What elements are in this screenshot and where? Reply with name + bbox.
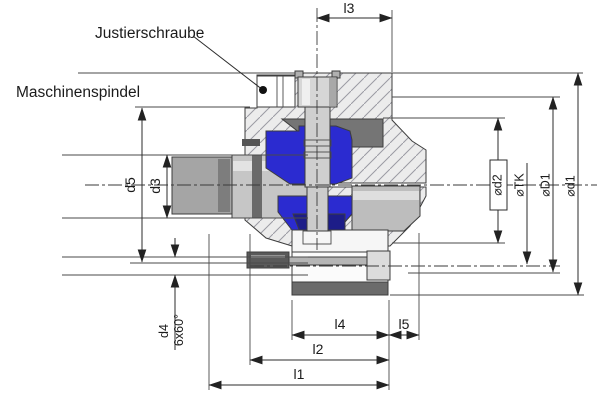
mounting-bolt-shank [288,256,368,266]
dim-d2: ⌀d2 [489,117,508,244]
machine-spindle-label: Maschinenspindel [16,84,140,101]
bolt-head-stripe [251,255,285,258]
dim-d3: d3 [147,154,172,219]
dim-l1: l1 [208,366,390,390]
dim-tk: ⌀TK [512,163,532,265]
dim-l4-label: l4 [335,316,346,332]
key-block [242,139,260,146]
dim-l3: l3 [316,0,393,23]
dim-l5-label: l5 [399,316,410,332]
nut-highlight [353,191,419,200]
screw-head-highlight [302,79,310,105]
dim-d1-label: ⌀d1 [563,175,577,196]
screw-shank [304,106,331,188]
dim-bolt-pattern-label: 6x60° [172,314,186,346]
screw-tip [306,186,329,232]
drawbar-block [291,229,389,253]
dim-D1: ⌀D1 [538,96,558,273]
dim-d5-label: d5 [122,177,138,193]
screw-head-shadow [329,78,336,106]
centerlines [85,8,597,267]
dim-d1: ⌀d1 [563,72,583,296]
dim-d4: d4 6x60° [157,238,186,350]
adjustment-screw [294,70,341,232]
screw-ring1 [303,139,332,147]
dim-l3-label: l3 [344,0,355,16]
dim-l5: l5 [388,316,420,340]
adjustment-screw-leader [192,35,264,91]
adjustment-screw-label: Justierschraube [95,25,204,42]
flange-dark-band [291,281,389,296]
dim-d4-label: d4 [157,324,171,338]
callouts: Justierschraube Maschinenspindel [16,25,267,101]
dim-tk-label: ⌀TK [512,173,526,197]
dim-D1-label: ⌀D1 [538,173,552,197]
dim-l2-label: l2 [313,341,324,357]
dimensions: l3 d5 d3 d4 6x60° ⌀d2 ⌀TK [122,0,583,390]
dim-d3-label: d3 [147,178,163,194]
dim-l1-label: l1 [294,366,305,382]
leader-dot [259,86,267,94]
dim-d5: d5 [122,107,147,263]
dim-l2: l2 [249,341,390,365]
shank-ring-groove [252,155,262,218]
dim-l4: l4 [291,316,390,340]
part-geometry [78,70,583,296]
dim-d2-label: ⌀d2 [490,174,504,195]
bolt-insert-block [366,250,391,281]
shaft-groove [218,159,230,212]
